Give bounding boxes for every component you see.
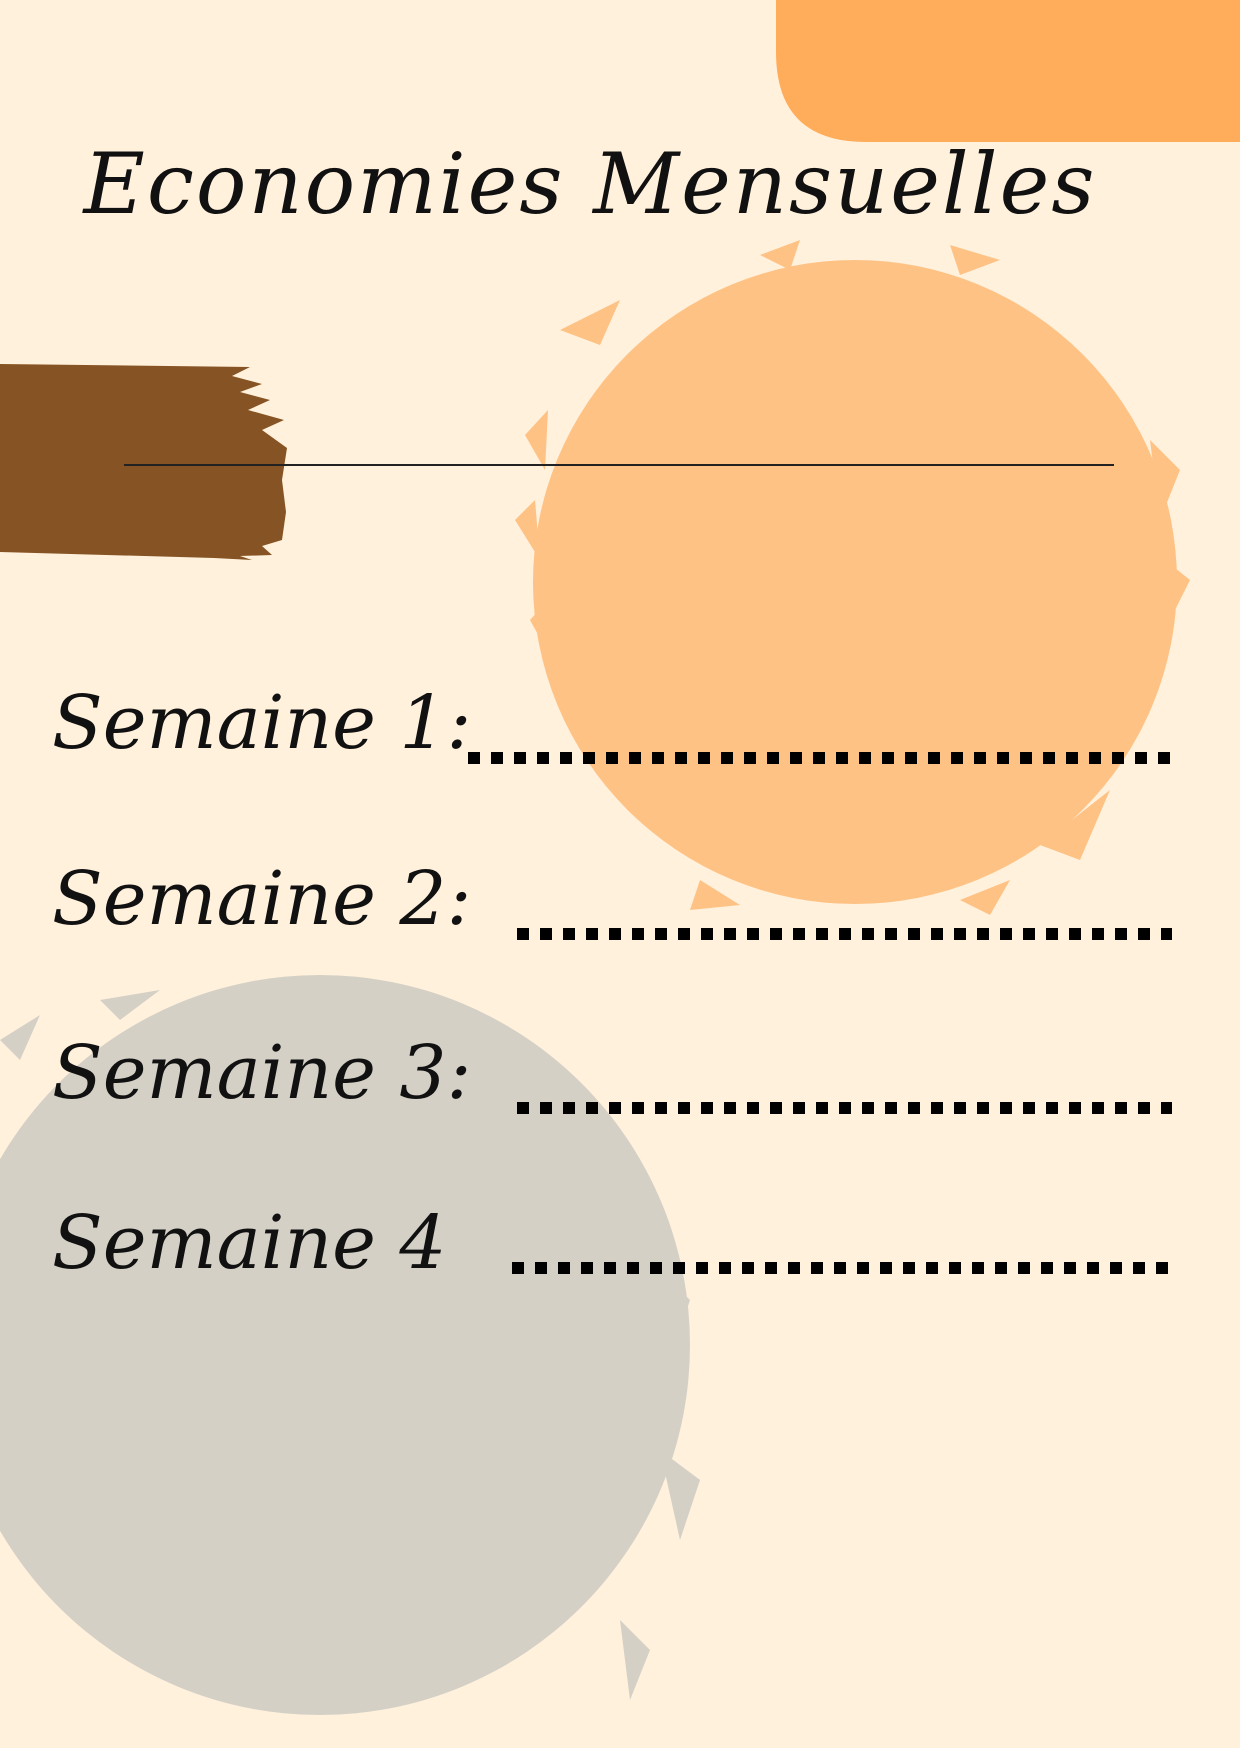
gray-brush-circle bbox=[0, 975, 700, 1715]
orange-brush-circle bbox=[515, 240, 1190, 915]
orange-corner-tab bbox=[776, 0, 1240, 142]
brown-brush-stroke bbox=[0, 364, 287, 560]
name-underline bbox=[124, 464, 1114, 466]
dotted-entry-line[interactable] bbox=[512, 1262, 1172, 1274]
week-label: Semaine 1: bbox=[52, 680, 472, 766]
dotted-entry-line[interactable] bbox=[517, 1102, 1172, 1114]
dotted-entry-line[interactable] bbox=[468, 752, 1172, 764]
week-row-4: Semaine 4 bbox=[52, 1200, 1172, 1300]
dotted-entry-line[interactable] bbox=[517, 928, 1172, 940]
week-label: Semaine 4 bbox=[52, 1200, 447, 1286]
week-row-2: Semaine 2: bbox=[52, 856, 1172, 956]
week-row-3: Semaine 3: bbox=[52, 1030, 1172, 1130]
page-title: Economies Mensuelles bbox=[83, 135, 1097, 233]
week-row-1: Semaine 1: bbox=[52, 680, 1172, 780]
week-label: Semaine 3: bbox=[52, 1030, 472, 1116]
week-label: Semaine 2: bbox=[52, 856, 472, 942]
